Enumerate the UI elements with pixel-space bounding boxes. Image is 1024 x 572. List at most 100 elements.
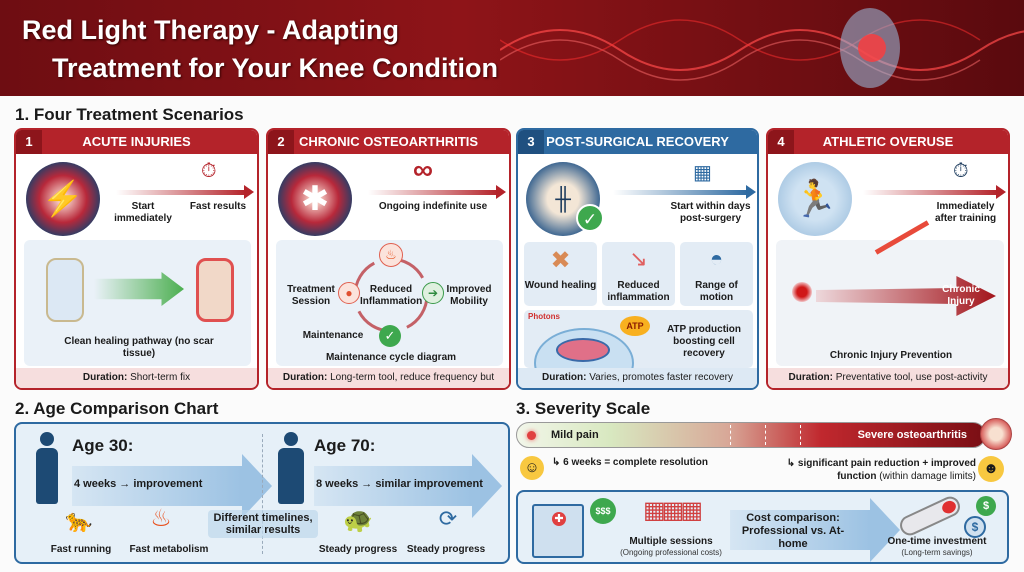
header-banner: Red Light Therapy - Adapting Treatment f… (0, 0, 1024, 96)
light-wave-graphic (500, 8, 1024, 88)
runner-icon: 🏃 (778, 162, 852, 236)
section1-title: 1. Four Treatment Scenarios (15, 105, 244, 124)
arthritic-knee-icon: ✱ (278, 162, 352, 236)
severe-note: ↳ significant pain reduction + improved … (786, 458, 976, 482)
card-number: 1 (16, 130, 42, 154)
turtle-icon: 🐢 (343, 507, 373, 534)
stopwatch-icon: ⏱ (953, 160, 969, 182)
redirect-arrow (874, 220, 930, 255)
pain-point-icon (792, 282, 812, 302)
cycle-step: Reduced Inflammation (360, 284, 423, 307)
photons-label: Photons (528, 312, 560, 321)
healing-panel: Clean healing pathway (no scar tissue) (24, 240, 251, 366)
hospital-icon: ✚ (532, 504, 584, 558)
lightning-knee-icon: ⚡ (26, 162, 100, 236)
stopwatch-icon: ⏱ (201, 160, 217, 182)
steady-cycle-icon: ⟳ (438, 506, 458, 531)
led-device-icon (896, 493, 964, 539)
young-timeline-arrow (72, 454, 272, 518)
card-title: CHRONIC OSTEOARTHRITIS (298, 134, 479, 149)
severe-label: Severe osteoarthritis (857, 429, 967, 441)
duration-label: Duration: (82, 372, 128, 383)
prevention-panel: Chronic Injury Chronic Injury Prevention (776, 220, 1004, 366)
calendars-icon: ▦▦▦ (642, 497, 703, 524)
timeline-arrow (613, 185, 756, 199)
infinity-icon: ∞ (413, 154, 433, 185)
section3-title: 3. Severity Scale (516, 399, 651, 418)
page-title-line1: Red Light Therapy - Adapting (22, 15, 399, 45)
atp-caption: ATP production boosting cell recovery (666, 324, 742, 359)
healing-caption: Clean healing pathway (no scar tissue) (64, 336, 214, 359)
card-number: 2 (268, 130, 294, 154)
cycle-caption: Maintenance cycle diagram (325, 352, 457, 363)
mild-dot (527, 431, 536, 440)
benefit-label: Wound healing (524, 280, 597, 291)
duration-value: Preventative tool, use post-activity (835, 372, 988, 383)
smile-icon: ☺ (520, 456, 544, 480)
atp-panel: Photons ATP ATP production boosting cell… (524, 310, 753, 368)
calendar-icon: ▦ (693, 162, 712, 184)
severe-note-bold: significant pain reduction + improved fu… (797, 458, 976, 482)
card-number: 4 (768, 130, 794, 154)
card-number: 3 (518, 130, 544, 154)
arthritic-knee-icon (980, 418, 1012, 450)
section2-title: 2. Age Comparison Chart (15, 399, 219, 418)
young-trait: Fast metabolism (129, 544, 209, 555)
scale-tick (800, 425, 801, 445)
thumbs-up-smile-icon: ☻ (978, 456, 1004, 482)
card-chronic-osteoarthritis: 2 CHRONIC OSTEOARTHRITIS ✱ ∞ Ongoing inde… (266, 128, 511, 390)
healthy-knee-icon (46, 258, 84, 322)
comparison-label: Cost comparison: Professional vs. At-hom… (741, 512, 845, 550)
severe-note-light: (within damage limits) (879, 471, 976, 482)
young-trait: Fast running (50, 544, 112, 555)
benefit-label: Reduced inflammation (607, 280, 670, 303)
chronic-injury-label: Chronic Injury (942, 284, 980, 307)
cost-comparison-box: ✚ $$$ ▦▦▦ Multiple sessions (Ongoing pro… (516, 490, 1009, 564)
duration-value: Short-term fix (130, 372, 191, 383)
young-age: Age 30: (72, 436, 134, 455)
protractor-icon: ◓ (709, 246, 724, 271)
cycle-step: Improved Mobility (446, 284, 492, 307)
decline-chart-icon: ↘ (629, 246, 648, 271)
ongoing-label: Ongoing indefinite use (378, 201, 488, 212)
cycle-step: Maintenance (302, 330, 364, 341)
coin-icon: $ (964, 516, 986, 538)
timeline-arrow (863, 185, 1006, 199)
flame-icon: ♨ (150, 505, 172, 532)
divider (262, 434, 263, 554)
old-timeline: 8 weeks → similar improvement (316, 478, 483, 490)
young-timeline: 4 weeks → improvement (74, 478, 203, 490)
flame-icon: ♨ (379, 243, 403, 267)
home-price-badge: $ (976, 496, 996, 516)
mitochondria-icon (556, 338, 610, 362)
benefit-wound-healing: ✖Wound healing (524, 242, 597, 306)
inflamed-knee-icon (196, 258, 234, 322)
comparison-arrow (730, 498, 900, 562)
prevention-caption: Chronic Injury Prevention (829, 350, 953, 361)
home-sublabel: (Long-term savings) (901, 548, 973, 557)
old-timeline-arrow (314, 454, 502, 518)
scale-tick (765, 425, 766, 445)
benefit-reduced-inflammation: ↘ Reduced inflammation (602, 242, 675, 306)
professional-price-badge: $$$ (590, 498, 616, 524)
duration-value: Varies, promotes faster recovery (589, 372, 733, 383)
center-note: Different timelines, similar results (208, 510, 318, 538)
duration-value: Long-term tool, reduce frequency but con… (330, 372, 495, 383)
running-icon: ➔ (422, 282, 444, 304)
lightbulb-icon: ● (338, 282, 360, 304)
professional-sublabel: (Ongoing professional costs) (620, 548, 722, 557)
check-icon: ✓ (576, 204, 604, 232)
atp-burst: ATP (620, 316, 650, 336)
page-title-line2: Treatment for Your Knee Condition (52, 53, 499, 83)
duration-label: Duration: (282, 372, 328, 383)
cycle-panel: ♨ ● ➔ ✓ Treatment Session Reduced Inflam… (276, 240, 503, 366)
scale-tick (730, 425, 731, 445)
card-title: ACUTE INJURIES (82, 134, 191, 149)
mild-note: ↳ 6 weeks = complete resolution (552, 457, 708, 468)
mild-note-text: 6 weeks = complete resolution (563, 457, 708, 468)
duration-label: Duration: (542, 372, 587, 383)
old-age: Age 70: (314, 436, 376, 455)
card-title: POST-SURGICAL RECOVERY (546, 134, 729, 149)
